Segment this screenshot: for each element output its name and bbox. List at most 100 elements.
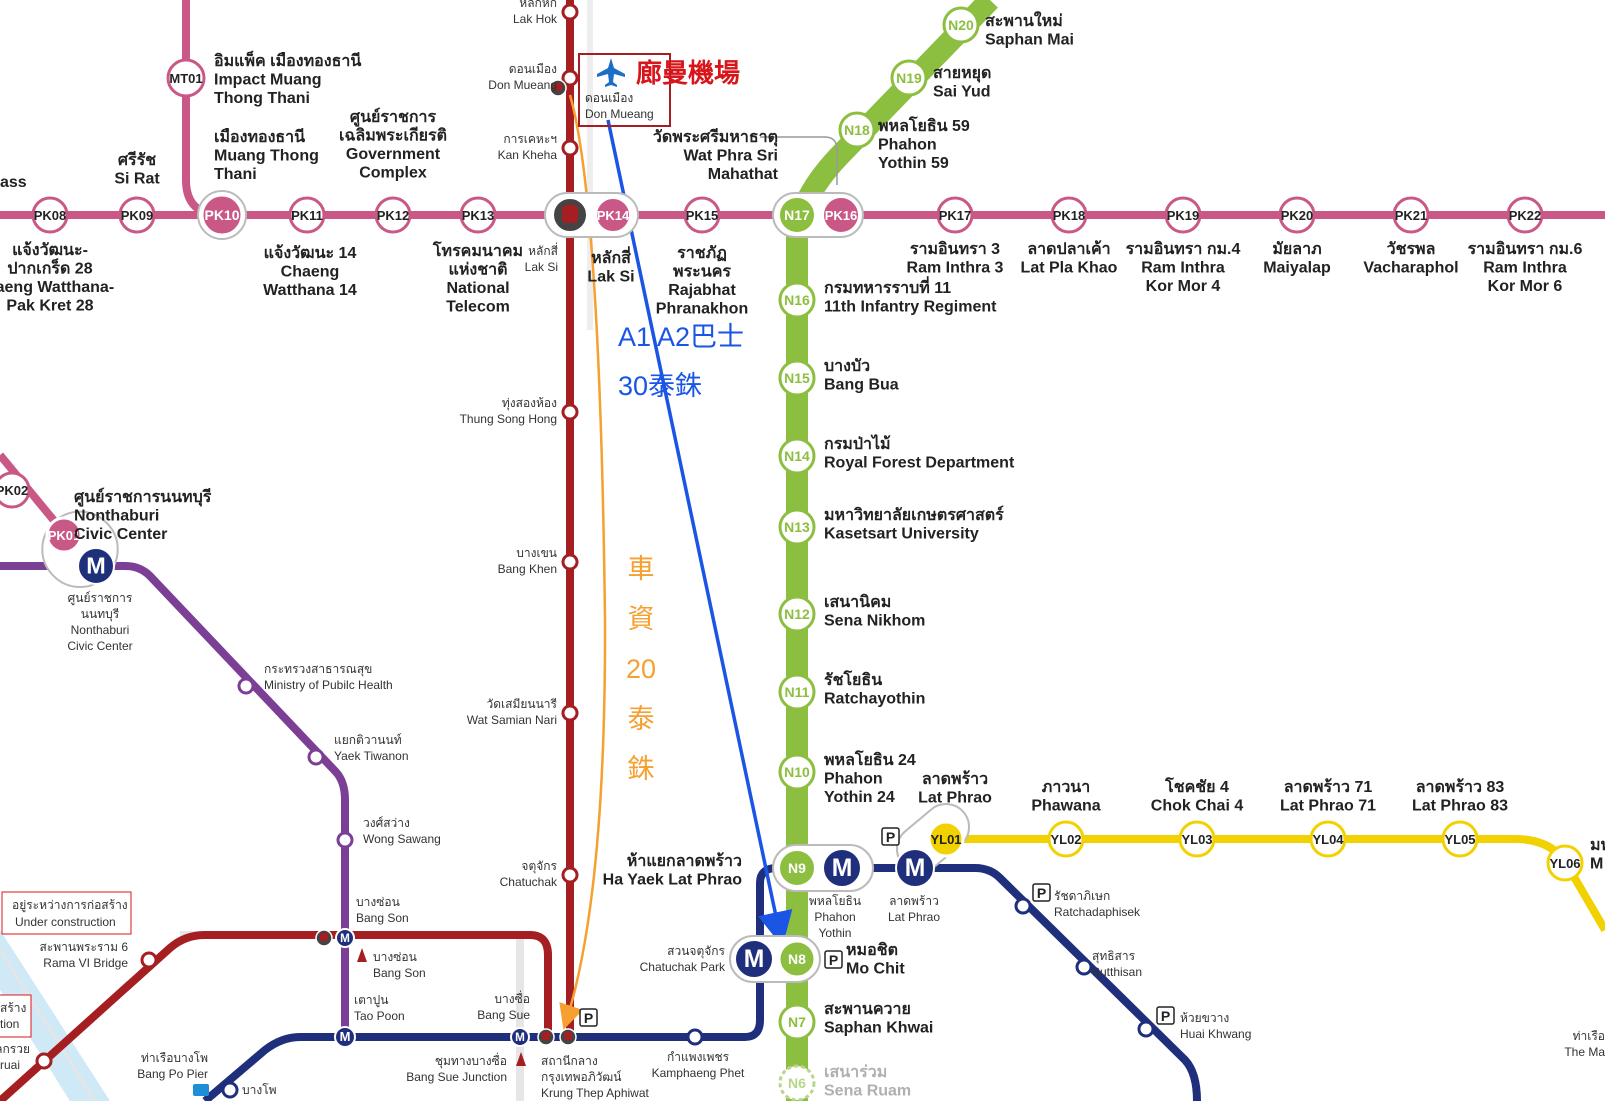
station-left-red[interactable] bbox=[35, 1052, 53, 1070]
station-pk10[interactable]: PK10 bbox=[197, 190, 247, 240]
station-red-2[interactable] bbox=[561, 139, 579, 157]
station-n8[interactable]: N8 bbox=[777, 939, 817, 979]
station-code: N6 bbox=[788, 1075, 806, 1091]
label-n12-line-0: เสนานิคม bbox=[824, 593, 891, 611]
station-n7[interactable]: N7 bbox=[778, 1003, 816, 1041]
label-n10-line-1: Phahon bbox=[824, 771, 883, 788]
station-yl01[interactable]: YL01 bbox=[927, 820, 965, 858]
station-code: N17 bbox=[784, 207, 810, 223]
station-n15[interactable]: N15 bbox=[778, 359, 816, 397]
station-code: YL04 bbox=[1312, 832, 1344, 847]
station-purple-1[interactable] bbox=[307, 748, 325, 766]
label-yl04-line-1: Lat Phrao 71 bbox=[1280, 798, 1376, 815]
label-pk20-line-0: มัยลาภ bbox=[1272, 240, 1321, 258]
station-code: N11 bbox=[785, 684, 810, 700]
station-n19[interactable]: N19 bbox=[890, 59, 928, 97]
station-yl02[interactable]: YL02 bbox=[1047, 820, 1085, 858]
label-ratchadaphisek-line-1: Ratchadaphisek bbox=[1054, 905, 1141, 919]
station-red-4[interactable] bbox=[561, 403, 579, 421]
station-red-1[interactable] bbox=[561, 69, 579, 87]
station-pk22[interactable]: PK22 bbox=[1506, 196, 1544, 234]
station-bang-pho[interactable] bbox=[221, 1081, 239, 1099]
label-yl03-line-0: โชคชัย 4 bbox=[1164, 776, 1229, 796]
station-red-7[interactable] bbox=[561, 866, 579, 884]
station-rama6[interactable] bbox=[140, 951, 158, 969]
station-pk09[interactable]: PK09 bbox=[118, 196, 156, 234]
station-pk19[interactable]: PK19 bbox=[1164, 196, 1202, 234]
station-kamphaeng-phet[interactable] bbox=[686, 1028, 704, 1046]
annotation-arrows bbox=[559, 94, 793, 1030]
station-pk13[interactable]: PK13 bbox=[459, 196, 497, 234]
station-code: PK21 bbox=[1395, 208, 1428, 223]
station-yl03[interactable]: YL03 bbox=[1178, 820, 1216, 858]
label-mt01-line-1: Impact Muang bbox=[214, 72, 322, 89]
station-n13[interactable]: N13 bbox=[778, 508, 816, 546]
station-red-5[interactable] bbox=[561, 553, 579, 571]
label-pk08-line-3: Pak Kret 28 bbox=[6, 298, 93, 315]
label-n7-line-1: Saphan Khwai bbox=[824, 1020, 933, 1037]
station-red-6[interactable] bbox=[561, 704, 579, 722]
station-n20[interactable]: N20 bbox=[942, 6, 980, 44]
station-yl05[interactable]: YL05 bbox=[1441, 820, 1479, 858]
station-code: YL02 bbox=[1050, 832, 1081, 847]
station-mt01[interactable]: MT01 bbox=[166, 58, 206, 98]
station-huai-khwang[interactable] bbox=[1137, 1020, 1155, 1038]
label-n10-line-2: Yothin 24 bbox=[824, 789, 895, 806]
station-yl06[interactable]: YL06 bbox=[1546, 844, 1584, 882]
station-pk11[interactable]: PK11 bbox=[288, 196, 326, 234]
station-n14[interactable]: N14 bbox=[778, 437, 816, 475]
station-n11[interactable]: N11 bbox=[778, 673, 816, 711]
station-lak-si-interchange[interactable]: PK14 bbox=[544, 192, 639, 238]
label-bang-sue-junction-line-0: ชุมทางบางซื่อ bbox=[435, 1052, 507, 1069]
label-pk14-line-1: Lak Si bbox=[587, 269, 634, 286]
station-pk12[interactable]: PK12 bbox=[374, 196, 412, 234]
airport-annotation[interactable]: 廊曼機場 ดอนเมือง Don Mueang bbox=[578, 53, 740, 127]
station-n12[interactable]: N12 bbox=[778, 595, 816, 633]
station-pk21[interactable]: PK21 bbox=[1392, 196, 1430, 234]
label-red-7-line-1: Chatuchak bbox=[500, 875, 558, 889]
station-purple-2[interactable] bbox=[336, 831, 354, 849]
station-n10[interactable]: N10 bbox=[778, 753, 816, 791]
station-n16[interactable]: N16 bbox=[778, 281, 816, 319]
blue-line bbox=[202, 864, 1201, 1101]
legend-partial-en: tion bbox=[0, 1017, 19, 1031]
label-pk01-line-1: Nonthaburi bbox=[74, 508, 159, 525]
station-code: N7 bbox=[788, 1014, 806, 1030]
station-yl04[interactable]: YL04 bbox=[1309, 820, 1347, 858]
label-pk10-line-1: Muang Thong bbox=[214, 148, 319, 165]
station-purple-0[interactable] bbox=[237, 677, 255, 695]
station-red-0[interactable] bbox=[561, 3, 579, 21]
label-mt01-line-0: อิมแพ็ค เมืองทองธานี bbox=[214, 49, 362, 70]
label-n12-line-1: Sena Nikhom bbox=[824, 613, 925, 630]
airplane-icon bbox=[597, 58, 625, 87]
label-pk12-line-1: เฉลิมพระเกียรติ bbox=[339, 126, 447, 145]
label-n19-line-1: Sai Yud bbox=[933, 84, 991, 101]
label-red-6-line-0: วัดเสมียนนารี bbox=[487, 697, 558, 711]
label-pk22-line-0: รามอินทรา กม.6 bbox=[1468, 240, 1583, 258]
metro-icon-lat-phrao: M bbox=[895, 848, 935, 888]
label-n10-line-0: พหลโยธิน 24 bbox=[824, 749, 916, 769]
station-pk15[interactable]: PK15 bbox=[683, 196, 721, 234]
station-n6[interactable]: N6 bbox=[778, 1064, 816, 1101]
parking-icon-lat-phrao: P bbox=[881, 827, 900, 846]
station-n18[interactable]: N18 bbox=[838, 111, 876, 149]
label-pk15-line-0: ราชภัฏ bbox=[677, 244, 727, 262]
label-krung-thep-line-0: สถานีกลาง bbox=[541, 1054, 598, 1068]
label-tha-ruea-line-0: ท่าเรือบางโพ bbox=[141, 1051, 208, 1065]
label-pk09-line-1: Si Rat bbox=[114, 171, 160, 188]
station-code: PK09 bbox=[121, 208, 154, 223]
station-ratchadaphisek[interactable] bbox=[1014, 897, 1032, 915]
station-pk20[interactable]: PK20 bbox=[1278, 196, 1316, 234]
label-pk13-line-0: โทรคมนาคม bbox=[432, 240, 523, 260]
station-pk01[interactable]: PK01 bbox=[45, 516, 83, 554]
label-bang-sue-junction-line-1: Bang Sue Junction bbox=[406, 1070, 507, 1084]
station-pk02[interactable]: PK02 bbox=[0, 471, 31, 509]
station-pk08[interactable]: PK08 bbox=[31, 196, 69, 234]
station-pk17[interactable]: PK17 bbox=[936, 196, 974, 234]
svg-text:M: M bbox=[340, 1029, 351, 1044]
label-pk13-line-3: Telecom bbox=[446, 299, 510, 316]
station-sutthisan[interactable] bbox=[1075, 958, 1093, 976]
station-pk18[interactable]: PK18 bbox=[1050, 196, 1088, 234]
